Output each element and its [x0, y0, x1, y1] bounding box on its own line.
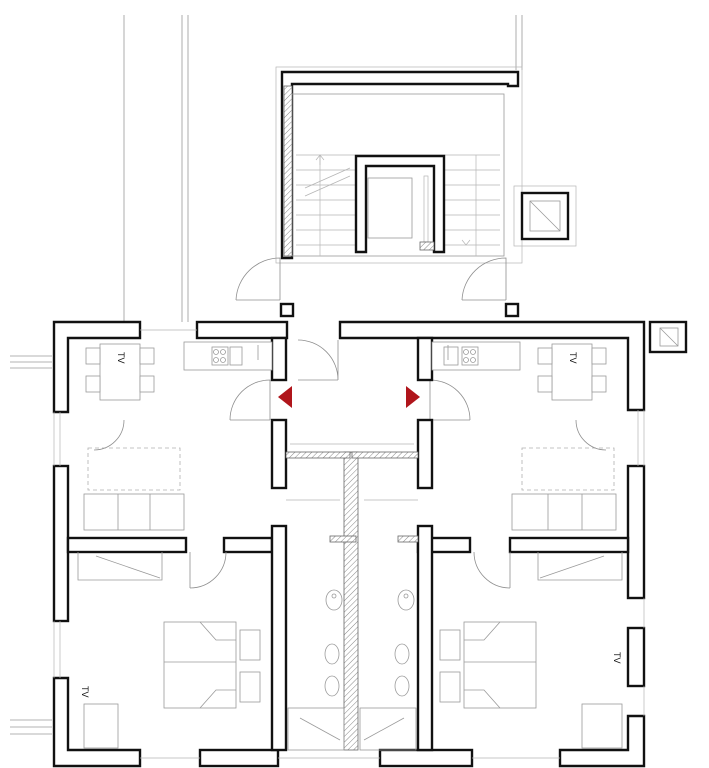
tv-label-right-living: TV: [568, 352, 578, 364]
storage-lines: [77, 499, 623, 589]
site-context-lines: [10, 15, 523, 735]
kitchen-right: [431, 341, 521, 371]
walls: [52, 320, 688, 768]
kitchen-left: [183, 341, 273, 371]
tv-label-right-bedroom: TV: [612, 652, 622, 664]
window-lines: [53, 329, 645, 759]
tv-label-left-bedroom: TV: [80, 686, 90, 698]
bathroom-left: [287, 589, 345, 751]
landing-doors: [229, 257, 520, 421]
bathroom-right: [359, 589, 417, 751]
dining-left: [85, 343, 155, 401]
tv-label-left-living: TV: [116, 352, 126, 364]
entrance-arrow-right: [406, 386, 420, 408]
sofa-right: [511, 419, 617, 531]
stair-core: [275, 66, 577, 264]
desk-left: [83, 703, 119, 749]
desk-right: [581, 703, 623, 749]
dining-right: [537, 343, 607, 401]
stair-treads: [296, 154, 500, 256]
entrance-arrow-left: [278, 386, 292, 408]
bed-right: [439, 621, 537, 709]
bed-left: [163, 621, 261, 709]
sofa-left: [83, 419, 185, 531]
